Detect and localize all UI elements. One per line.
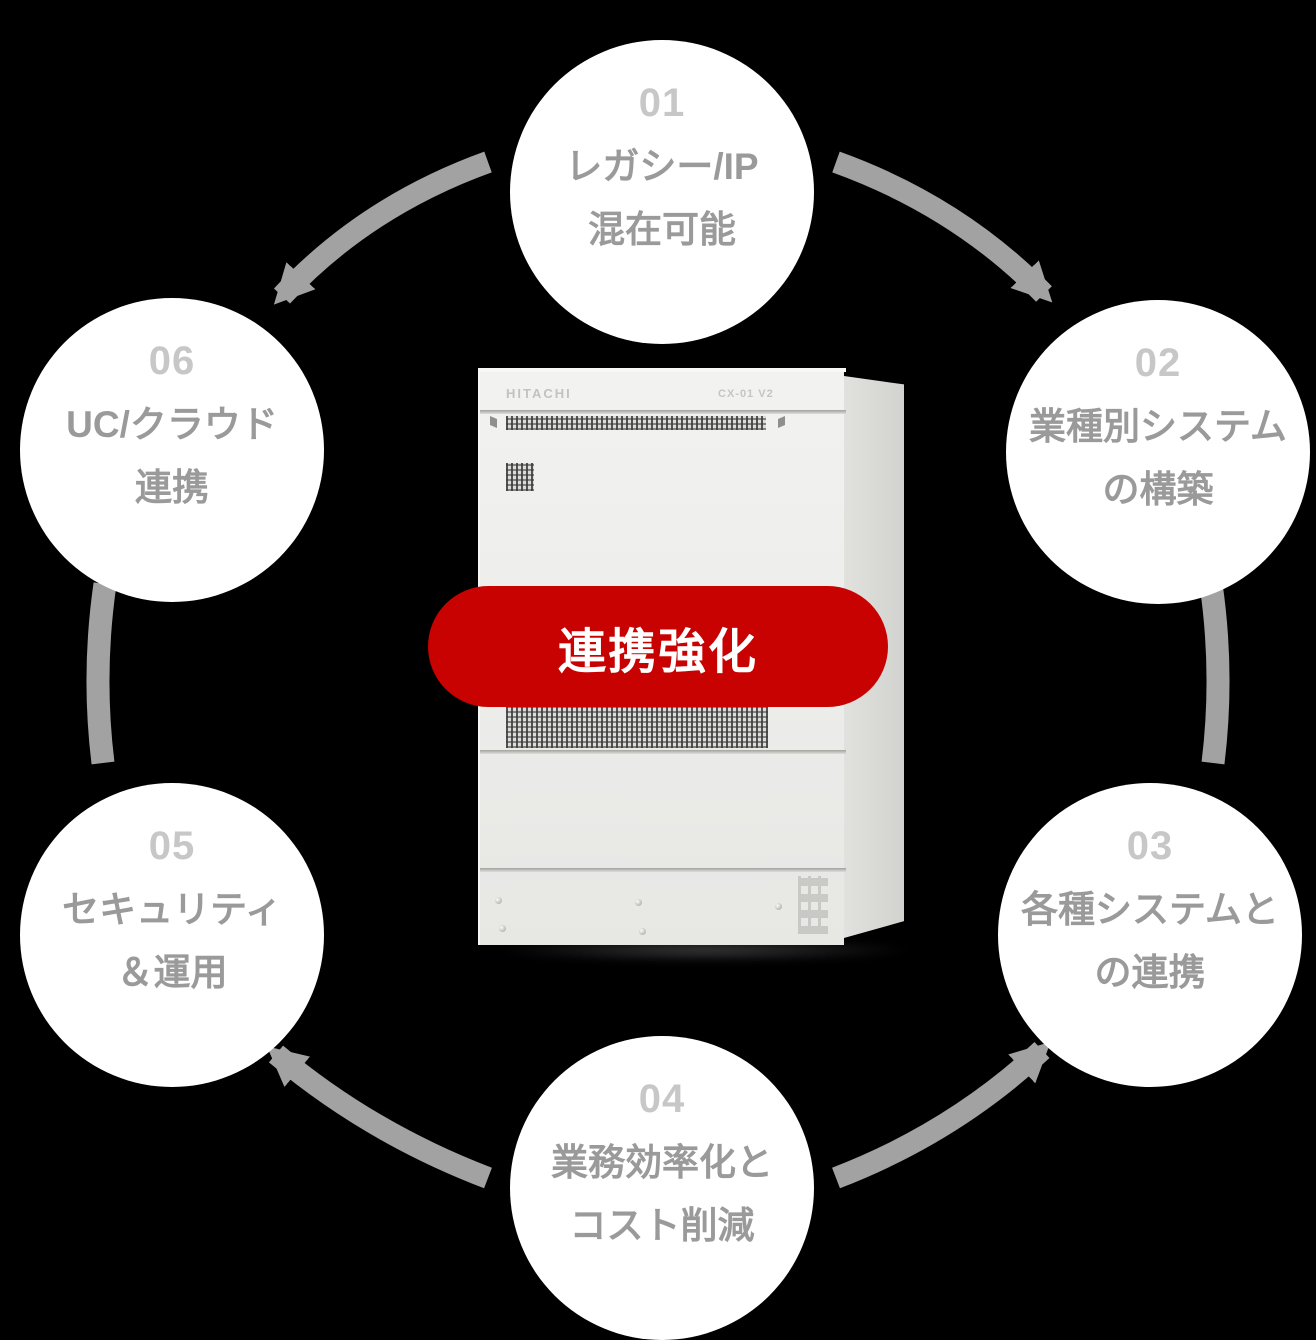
feature-circle-02: 02 業種別システム の構築 (1006, 300, 1310, 604)
cabinet-screw (635, 899, 642, 906)
cabinet-brand-label: HITACHI (506, 386, 572, 401)
feature-circle-03: 03 各種システムと の連携 (998, 783, 1302, 1087)
feature-number: 05 (148, 824, 196, 868)
connector-01-to-02 (832, 151, 1053, 303)
feature-label-line: レガシー/IP (565, 146, 759, 187)
feature-label-line: 連携 (135, 467, 209, 508)
cabinet-screw (639, 928, 646, 935)
feature-label-line: コスト削減 (569, 1205, 755, 1246)
connector-01-to-06 (273, 151, 492, 305)
cabinet-groove (480, 410, 846, 414)
cabinet-vent-slots (798, 876, 828, 934)
feature-number: 06 (148, 339, 196, 383)
cabinet-screw (495, 897, 502, 904)
connector-05-to-06 (86, 582, 117, 765)
feature-label-line: の構築 (1102, 469, 1214, 510)
feature-label-line: 業務効率化と (551, 1142, 773, 1183)
feature-circle-06: 06 UC/クラウド 連携 (20, 298, 324, 602)
cabinet-vent-small (506, 463, 534, 491)
feature-number: 04 (638, 1077, 686, 1121)
connector-02-to-03 (1199, 582, 1230, 765)
feature-circle-04: 04 業務効率化と コスト削減 (510, 1036, 814, 1340)
feature-label-line: の連携 (1094, 952, 1206, 993)
cabinet-screw (499, 925, 506, 932)
center-badge-label: 連携強化 (557, 625, 758, 679)
cabinet-vent-strip (506, 416, 766, 430)
feature-label-line: ＆運用 (116, 952, 228, 993)
center-badge: 連携強化 (428, 586, 888, 707)
feature-number: 01 (638, 81, 686, 125)
cabinet-top-edge (480, 368, 846, 372)
feature-circle-01: 01 レガシー/IP 混在可能 (510, 40, 814, 344)
feature-label-line: セキュリティ (62, 889, 282, 930)
connector-04-to-03 (832, 1041, 1051, 1189)
feature-number: 03 (1126, 824, 1174, 868)
cabinet-groove (480, 750, 846, 754)
feature-label-line: UC/クラウド (66, 404, 278, 445)
cabinet-latch-right (778, 416, 785, 428)
connector-04-to-05 (266, 1045, 492, 1189)
cabinet-screw (775, 903, 782, 910)
feature-circle-05: 05 セキュリティ ＆運用 (20, 783, 324, 1087)
cabinet-model-label: CX-01 V2 (718, 388, 774, 400)
feature-label-line: 各種システムと (1021, 889, 1279, 930)
cabinet-latch-left (490, 416, 497, 428)
cabinet-groove (480, 868, 846, 872)
feature-label-line: 業種別システム (1029, 406, 1287, 447)
feature-number: 02 (1134, 341, 1182, 385)
feature-label-line: 混在可能 (588, 209, 736, 250)
